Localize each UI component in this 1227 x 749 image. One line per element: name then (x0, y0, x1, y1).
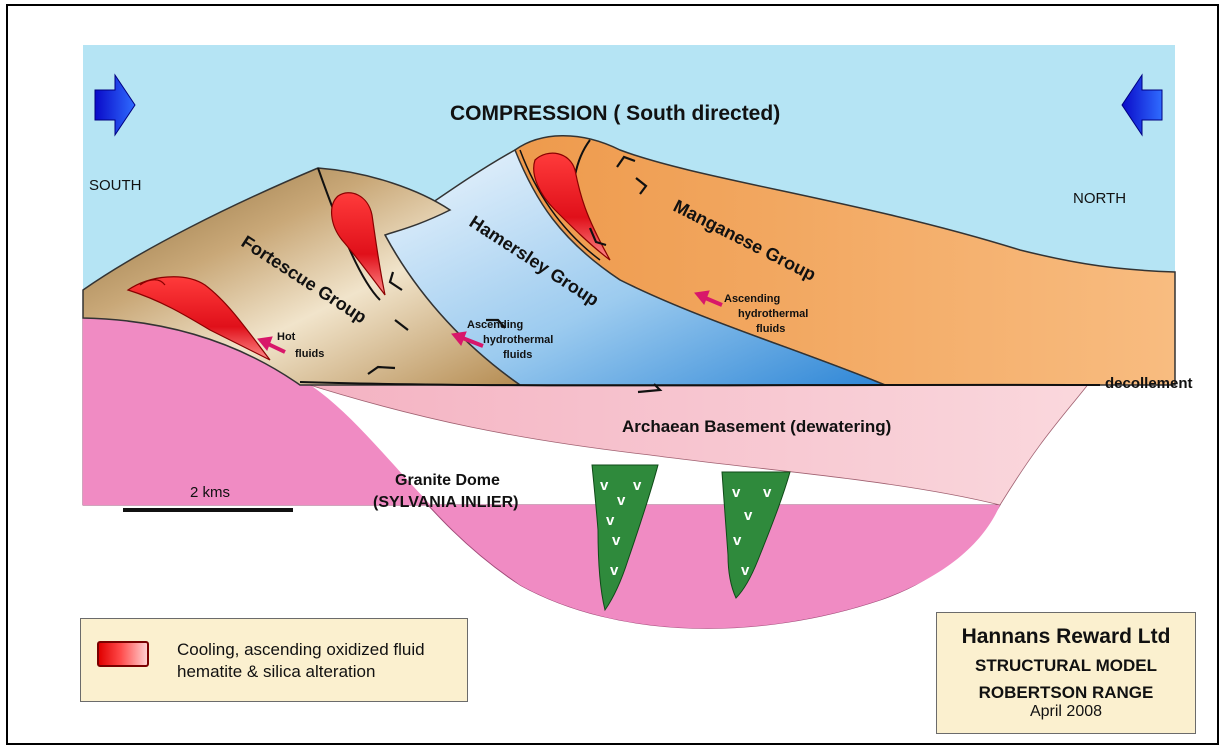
north-label: NORTH (1073, 190, 1126, 207)
legend-text: Cooling, ascending oxidized fluid hemati… (177, 639, 457, 683)
ascending-fluids-1-line2: hydrothermal (483, 334, 553, 346)
ascending-fluids-2-line1: Ascending (724, 293, 780, 305)
v-mark: v (732, 484, 741, 501)
ascending-fluids-1-line3: fluids (503, 349, 532, 361)
model-title-line2: ROBERTSON RANGE (937, 682, 1195, 703)
title-block: Hannans Reward Ltd STRUCTURAL MODEL ROBE… (936, 612, 1196, 734)
v-mark: v (744, 507, 753, 524)
legend-swatch-fluid (97, 641, 149, 667)
v-mark: v (600, 477, 609, 494)
hot-fluids-line2: fluids (295, 348, 324, 360)
v-mark: v (612, 532, 621, 549)
company-name: Hannans Reward Ltd (937, 625, 1195, 649)
decollement-label: decollement (1105, 375, 1193, 392)
legend-line1: Cooling, ascending oxidized fluid (177, 639, 457, 661)
model-title-line1: STRUCTURAL MODEL (937, 655, 1195, 676)
v-mark: v (633, 477, 642, 494)
basement-label: Archaean Basement (dewatering) (622, 417, 891, 436)
v-mark: v (763, 484, 772, 501)
title-date: April 2008 (937, 703, 1195, 721)
legend-line2: hematite & silica alteration (177, 661, 457, 683)
v-mark: v (617, 492, 626, 509)
v-mark: v (741, 562, 750, 579)
south-label: SOUTH (89, 177, 142, 194)
legend: Cooling, ascending oxidized fluid hemati… (80, 618, 468, 702)
compression-title: COMPRESSION ( South directed) (450, 102, 780, 125)
scale-bar-label: 2 kms (190, 484, 230, 501)
granite-label-line2: (SYLVANIA INLIER) (373, 494, 518, 511)
ascending-fluids-1-line1: Ascending (467, 319, 523, 331)
granite-label-line1: Granite Dome (395, 472, 500, 489)
ascending-fluids-2-line3: fluids (756, 323, 785, 335)
hot-fluids-line1: Hot (277, 331, 296, 343)
ascending-fluids-2-line2: hydrothermal (738, 308, 808, 320)
v-mark: v (606, 512, 615, 529)
v-mark: v (733, 532, 742, 549)
v-mark: v (610, 562, 619, 579)
